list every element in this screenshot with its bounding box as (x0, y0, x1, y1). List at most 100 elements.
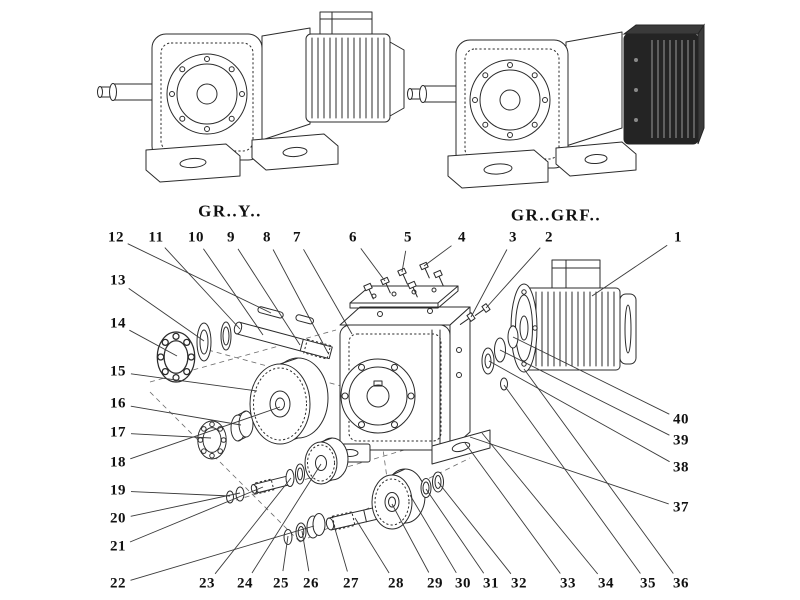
leader-line-part-13 (128, 288, 205, 342)
part-number-35: 35 (640, 575, 656, 592)
motor-end-cap (619, 293, 637, 365)
leader-line-part-32 (437, 481, 512, 575)
mounting-foot (145, 143, 241, 183)
leader-line-part-4 (423, 245, 452, 267)
leader-line-part-23 (214, 477, 292, 575)
keyway (373, 380, 383, 387)
part-number-11: 11 (148, 229, 164, 246)
gr-grf-drawing (407, 23, 705, 189)
ring (285, 469, 295, 487)
leader-line-part-36 (523, 368, 674, 574)
motor-end-bell (389, 41, 405, 117)
leader-line-part-34 (481, 432, 599, 575)
part-number-29: 29 (427, 575, 443, 592)
leader-line-part-2 (485, 247, 541, 309)
shaft-key (295, 314, 314, 325)
intermediate-gear-assembly (197, 357, 329, 460)
motor (510, 259, 637, 373)
finned-cover-block (623, 33, 699, 145)
part-number-21: 21 (110, 538, 126, 555)
part-number-32: 32 (511, 575, 527, 592)
part-number-33: 33 (560, 575, 576, 592)
leader-line-part-25 (282, 535, 289, 572)
leader-line-part-9 (237, 248, 301, 346)
part-number-22: 22 (110, 575, 126, 592)
part-number-23: 23 (199, 575, 215, 592)
mounting-foot (447, 149, 549, 189)
part-number-19: 19 (110, 482, 126, 499)
leader-line-part-26 (301, 530, 310, 572)
part-number-36: 36 (673, 575, 689, 592)
leader-line-part-14 (129, 329, 178, 357)
part-number-13: 13 (110, 272, 126, 289)
leader-line-part-29 (391, 503, 430, 573)
motor-fins (311, 37, 385, 119)
variant-label-gr-grf: GR..GRF.. (510, 205, 602, 225)
gear-unit-body (261, 27, 311, 141)
part-number-8: 8 (263, 229, 271, 246)
part-number-6: 6 (349, 229, 357, 246)
part-number-30: 30 (455, 575, 471, 592)
leader-line-part-33 (464, 442, 561, 574)
variant-label-gr-y: GR..Y.. (198, 201, 262, 221)
leader-line-part-35 (503, 384, 641, 574)
part-number-3: 3 (509, 229, 517, 246)
ring (295, 522, 307, 542)
leader-line-part-37 (469, 436, 669, 505)
part-number-31: 31 (483, 575, 499, 592)
part-number-24: 24 (237, 575, 253, 592)
part-number-17: 17 (110, 424, 126, 441)
part-number-18: 18 (110, 454, 126, 471)
leader-line-part-38 (488, 360, 670, 463)
leader-line-part-6 (360, 248, 386, 282)
cover-bolt (433, 269, 447, 288)
part-number-26: 26 (303, 575, 319, 592)
part-number-5: 5 (404, 229, 412, 246)
part-number-10: 10 (188, 229, 204, 246)
leader-line-part-31 (425, 488, 485, 574)
gearbox-housing (329, 306, 491, 465)
leader-line-part-40 (512, 336, 670, 415)
part-number-9: 9 (227, 229, 235, 246)
part-number-16: 16 (110, 395, 126, 412)
leader-line-part-30 (409, 494, 457, 574)
leader-line-part-18 (130, 406, 281, 460)
pinion-shaft (250, 475, 291, 495)
output-shaft-assembly (283, 468, 444, 545)
part-number-25: 25 (273, 575, 289, 592)
part-number-27: 27 (343, 575, 359, 592)
leader-line-part-27 (332, 521, 348, 572)
leader-line-part-11 (164, 247, 241, 330)
bearing (156, 331, 196, 383)
part-number-12: 12 (108, 229, 124, 246)
motor-shaft-parts (481, 325, 519, 391)
gear-unit-body (565, 31, 623, 147)
leader-line-part-17 (130, 433, 212, 439)
part-number-39: 39 (673, 432, 689, 449)
part-number-37: 37 (673, 499, 689, 516)
leader-line-part-15 (130, 373, 258, 392)
part-number-2: 2 (545, 229, 553, 246)
leader-line-part-21 (129, 486, 264, 543)
leader-line-part-24 (251, 463, 322, 574)
leader-line-part-12 (127, 243, 272, 314)
terminal-box (319, 11, 373, 37)
leader-line-part-20 (130, 492, 241, 517)
leader-lines (127, 243, 674, 581)
input-shaft (233, 321, 333, 360)
leader-line-part-28 (354, 517, 390, 574)
leader-line-part-3 (470, 249, 508, 318)
part-number-14: 14 (110, 315, 126, 332)
part-number-34: 34 (598, 575, 614, 592)
gr-y-drawing (97, 11, 405, 183)
part-number-28: 28 (388, 575, 404, 592)
end-cover (196, 322, 212, 362)
output-shaft (111, 83, 159, 101)
leader-line-part-22 (130, 525, 315, 581)
part-number-7: 7 (293, 229, 301, 246)
part-number-38: 38 (673, 459, 689, 476)
mounting-foot (555, 141, 637, 177)
part-number-1: 1 (674, 229, 682, 246)
